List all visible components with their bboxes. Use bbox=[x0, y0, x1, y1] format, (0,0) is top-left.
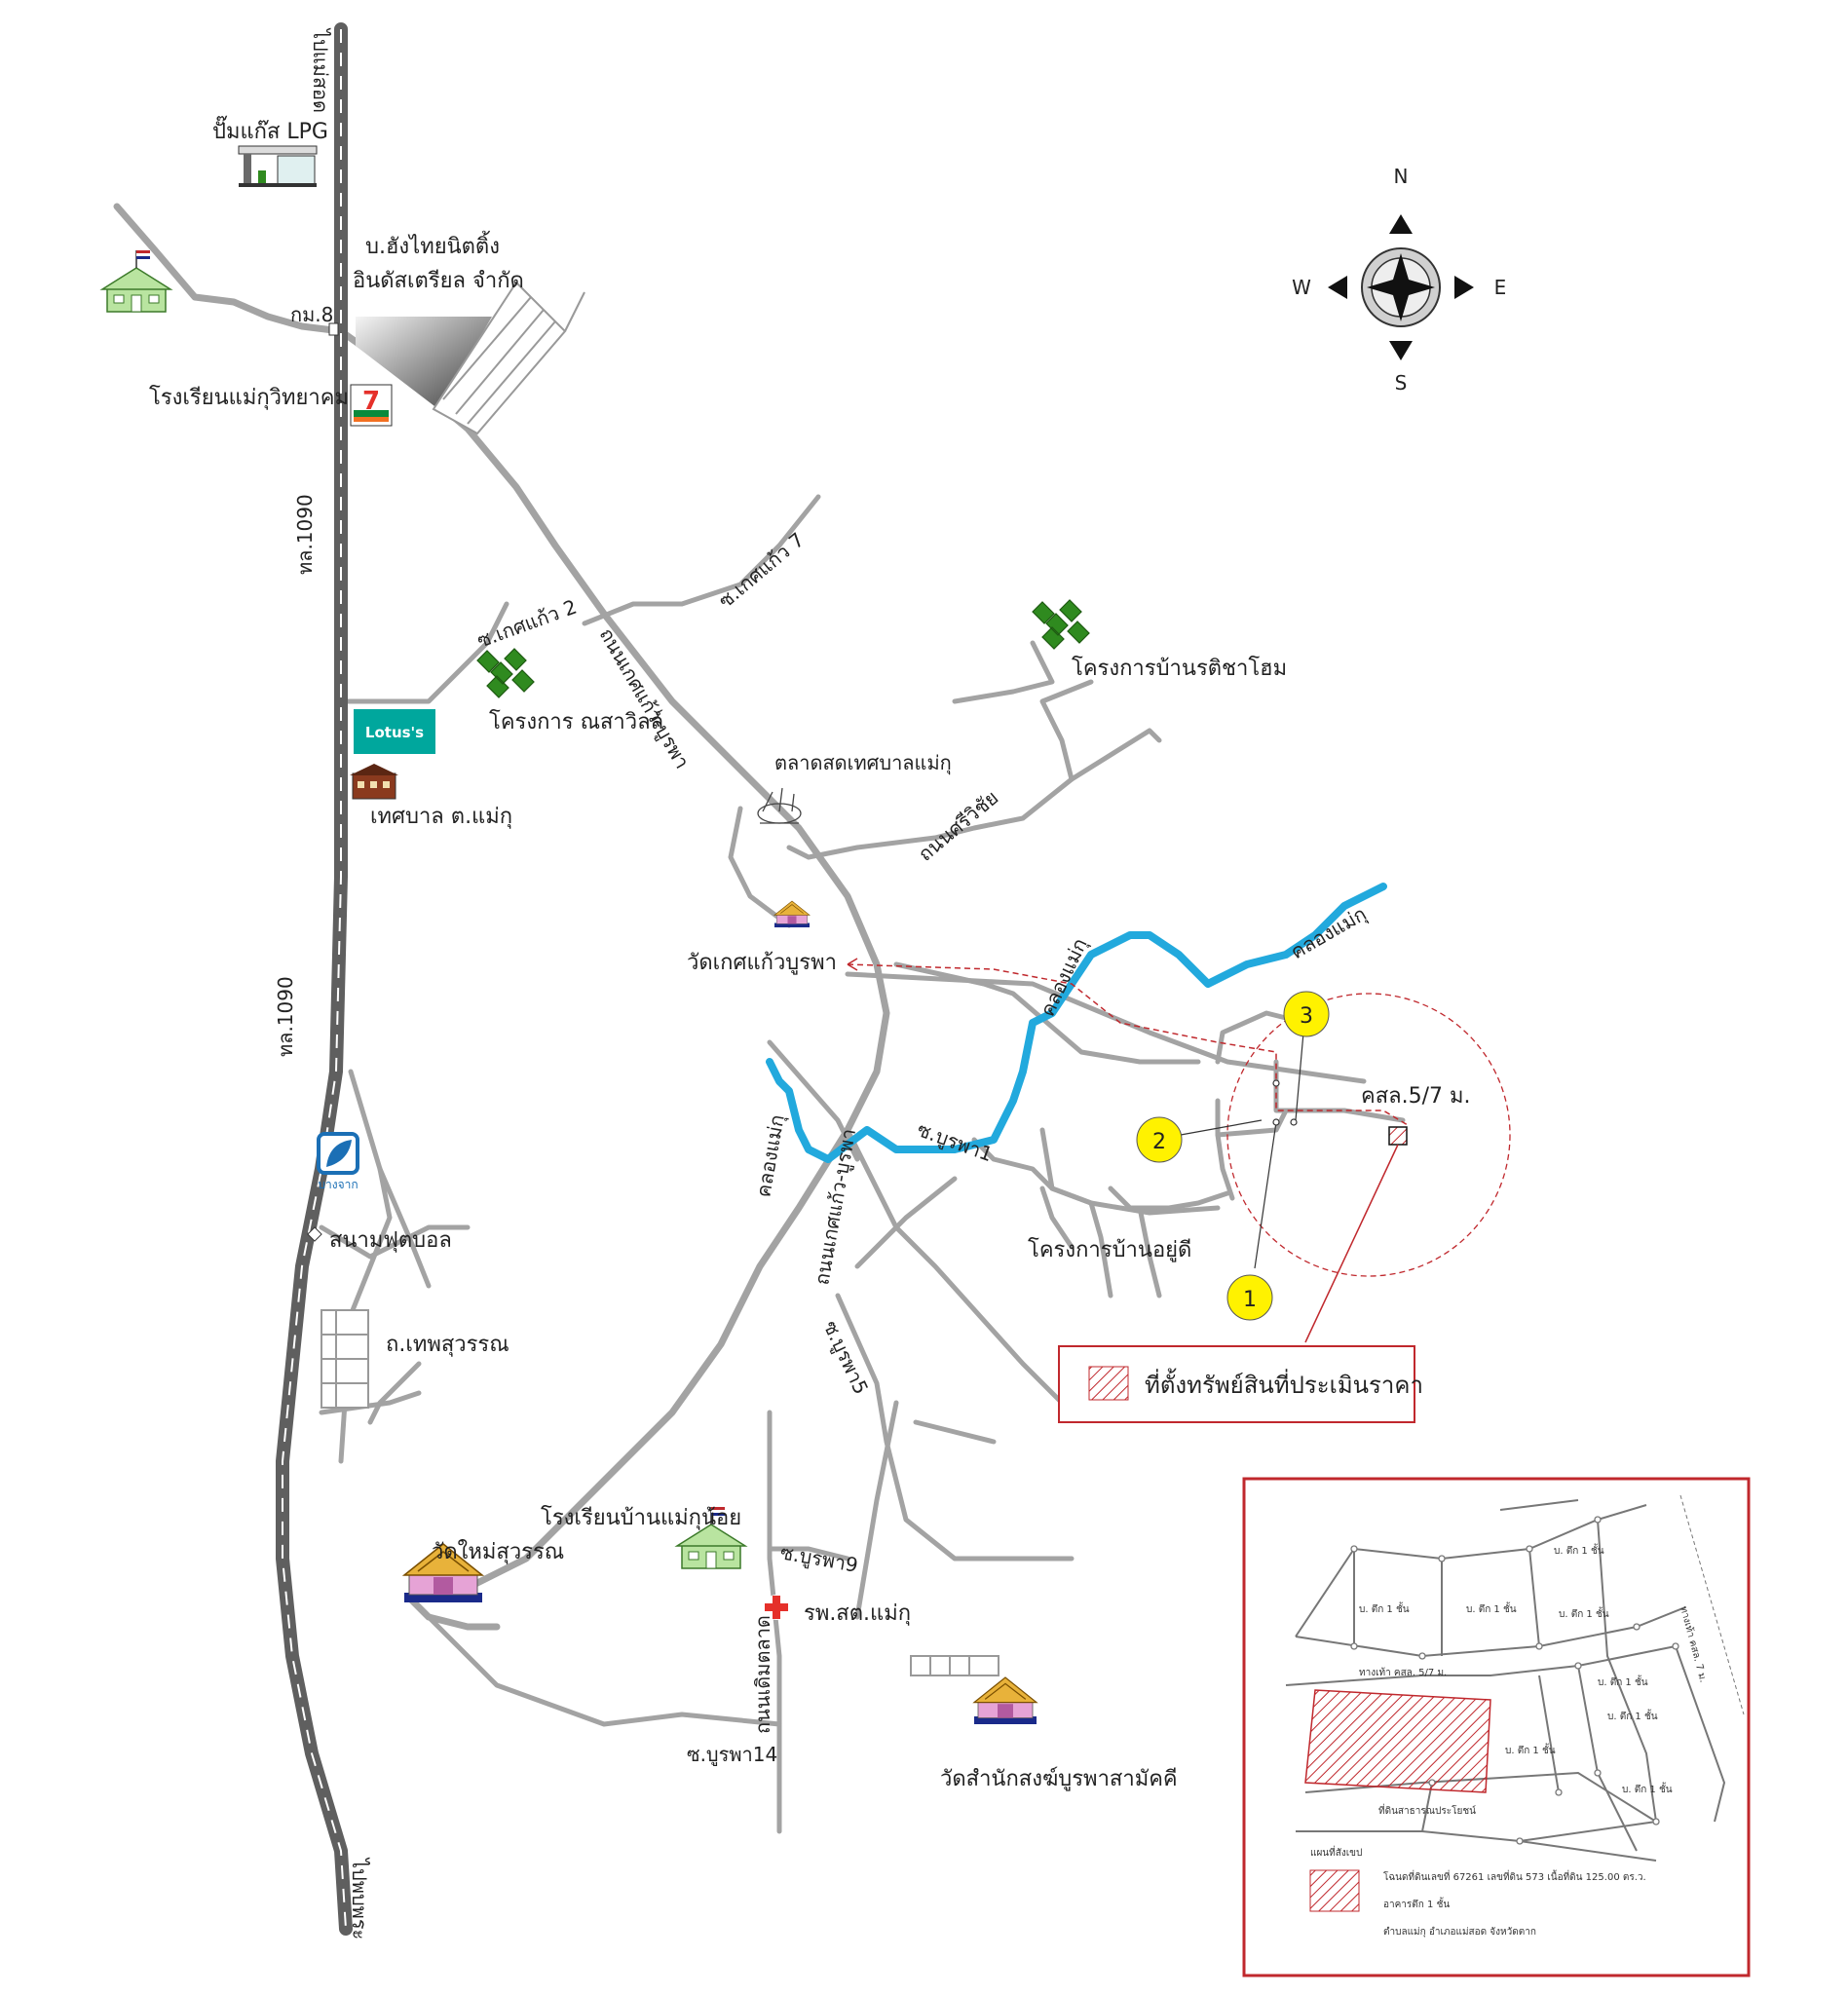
callout-leaders bbox=[1180, 1032, 1304, 1269]
svg-text:บ. ตึก 1 ชั้น: บ. ตึก 1 ชั้น bbox=[1622, 1782, 1673, 1795]
label-km8: กม.8 bbox=[290, 303, 333, 326]
canal-mae-ku bbox=[766, 883, 1387, 1163]
label-soi-burapha1: ซ.บูรพา1 bbox=[914, 1117, 996, 1167]
legend-leader-line bbox=[1304, 1144, 1399, 1343]
minor-roads bbox=[319, 494, 1406, 1834]
svg-text:แผนที่สังเขป: แผนที่สังเขป bbox=[1310, 1845, 1362, 1859]
property-marker[interactable] bbox=[1388, 1126, 1408, 1146]
label-project-ritcha: โครงการบ้านรติชาโฮม bbox=[1072, 656, 1287, 681]
label-school-maeku-noi: โรงเรียนบ้านแม่กุน้อย bbox=[541, 1505, 741, 1530]
svg-text:บ. ตึก 1 ชั้น: บ. ตึก 1 ชั้น bbox=[1505, 1743, 1556, 1756]
label-soi-burapha14: ซ.บูรพา14 bbox=[687, 1743, 777, 1767]
radius-circle bbox=[1226, 993, 1511, 1277]
temple-icon bbox=[773, 900, 811, 928]
svg-text:ตำบลแม่กุ อำเภอแม่สอด จังหวัดต: ตำบลแม่กุ อำเภอแม่สอด จังหวัดตาก bbox=[1383, 1927, 1536, 1938]
svg-text:ทางเท้า คสล. 5/7 ม.: ทางเท้า คสล. 5/7 ม. bbox=[1359, 1667, 1447, 1678]
label-to-maesot: ไปแม่สอด bbox=[309, 27, 332, 113]
svg-text:บ. ตึก 1 ชั้น: บ. ตึก 1 ชั้น bbox=[1554, 1543, 1604, 1557]
svg-text:7: 7 bbox=[362, 387, 380, 416]
km8-marker-icon bbox=[328, 322, 339, 336]
label-to-phop-phra: ไปพบพระ bbox=[348, 1857, 371, 1939]
callout-3[interactable]: 3 bbox=[1283, 991, 1330, 1037]
factory-icon bbox=[356, 281, 585, 435]
label-school-maeku: โรงเรียนแม่กุวิทยาคม bbox=[149, 385, 349, 410]
market-icon bbox=[757, 787, 802, 824]
housing-project-icon bbox=[476, 648, 535, 698]
compass-w: W bbox=[1292, 276, 1311, 299]
lpg-station-icon bbox=[238, 145, 318, 187]
label-municipality: เทศบาล ต.แม่กุ bbox=[370, 805, 512, 829]
seven-eleven-icon: 7 bbox=[350, 384, 393, 427]
samakkhi-blocks bbox=[910, 1655, 999, 1676]
route-line bbox=[847, 963, 1409, 1126]
label-wat-ketkaew: วัดเกศแก้วบูรพา bbox=[687, 951, 837, 975]
label-market: ตลาดสดเทศบาลแม่กุ bbox=[774, 751, 952, 775]
label-lpg: ปั๊มแก๊ส LPG bbox=[212, 115, 328, 144]
svg-text:บ. ตึก 1 ชั้น: บ. ตึก 1 ชั้น bbox=[1598, 1675, 1648, 1688]
svg-text:อาคารตึก 1 ชั้น: อาคารตึก 1 ชั้น bbox=[1383, 1897, 1450, 1910]
svg-text:2: 2 bbox=[1152, 1130, 1166, 1154]
label-canal-1: คลองแม่กุ bbox=[1287, 902, 1372, 964]
label-project-yudee: โครงการบ้านอยู่ดี bbox=[1028, 1237, 1191, 1262]
callout-2[interactable]: 2 bbox=[1136, 1116, 1183, 1163]
label-hwy-1090-a: ทล.1090 bbox=[293, 494, 317, 575]
highway-1090 bbox=[276, 22, 353, 1936]
compass-s: S bbox=[1395, 371, 1408, 395]
label-road-talat: ถนนเดิมตลาด bbox=[751, 1615, 774, 1734]
label-project-nasavilla: โครงการ ณสาวิลล์ bbox=[489, 709, 663, 734]
label-health-center: รพ.สต.แม่กุ bbox=[804, 1601, 911, 1626]
compass-n: N bbox=[1394, 165, 1409, 188]
label-road-thepsuwan: ถ.เทพสุวรรณ bbox=[386, 1333, 509, 1357]
football-field-icon bbox=[307, 1226, 322, 1242]
svg-text:บ. ตึก 1 ชั้น: บ. ตึก 1 ชั้น bbox=[1607, 1709, 1658, 1722]
label-hwy-1090-b: ทล.1090 bbox=[274, 976, 297, 1057]
lotus-store-icon: Lotus's bbox=[354, 709, 435, 754]
legend-label: ที่ตั้งทรัพย์สินที่ประเมินราคา bbox=[1145, 1368, 1423, 1399]
inset-subject-plot bbox=[1304, 1689, 1491, 1793]
temple-icon bbox=[973, 1676, 1037, 1725]
label-road-ketkaew-1: ถนนเกศแก้ว-บูรพา bbox=[594, 624, 695, 773]
callout-1[interactable]: 1 bbox=[1226, 1274, 1273, 1321]
thepsuwan-blocks bbox=[321, 1309, 369, 1409]
label-factory-1: บ.ฮังไทยนิตติ้ง bbox=[365, 231, 500, 259]
svg-text:โฉนดที่ดินเลขที่ 67261 เลขที่ด: โฉนดที่ดินเลขที่ 67261 เลขที่ดิน 573 เนื… bbox=[1383, 1869, 1646, 1883]
svg-text:3: 3 bbox=[1300, 1004, 1313, 1029]
compass-rose-icon bbox=[1328, 214, 1474, 360]
label-wat-samakkhi: วัดสำนักสงฆ์บูรพาสามัคคี bbox=[940, 1767, 1178, 1791]
legend-box: ที่ตั้งทรัพย์สินที่ประเมินราคา bbox=[1058, 1345, 1423, 1423]
inset-site-plan: บ. ตึก 1 ชั้น บ. ตึก 1 ชั้น บ. ตึก 1 ชั้… bbox=[1242, 1477, 1751, 1977]
label-road-code: คสล.5/7 ม. bbox=[1361, 1084, 1471, 1109]
housing-project-icon bbox=[1032, 599, 1090, 650]
label-soi-burapha9: ซ.บูรพา9 bbox=[778, 1540, 860, 1578]
svg-text:บ. ตึก 1 ชั้น: บ. ตึก 1 ชั้น bbox=[1559, 1606, 1609, 1620]
label-factory-2: อินดัสเตรียล จำกัด bbox=[353, 269, 524, 293]
legend-swatch bbox=[1088, 1366, 1129, 1401]
health-center-icon bbox=[764, 1595, 789, 1620]
svg-text:1: 1 bbox=[1243, 1288, 1257, 1312]
route-arrow bbox=[847, 958, 858, 971]
compass-e: E bbox=[1494, 276, 1507, 299]
svg-text:ที่ดินสาธารณประโยชน์: ที่ดินสาธารณประโยชน์ bbox=[1378, 1803, 1476, 1817]
svg-text:บ. ตึก 1 ชั้น: บ. ตึก 1 ชั้น bbox=[1359, 1601, 1410, 1615]
svg-text:Lotus's: Lotus's bbox=[365, 724, 424, 741]
municipality-icon bbox=[350, 764, 398, 800]
svg-text:บางจาก: บางจาก bbox=[318, 1178, 358, 1191]
label-canal-3: คลองแม่กุ bbox=[751, 1112, 789, 1199]
label-soi-ketkaew7: ซ.เกศแก้ว 7 bbox=[714, 528, 809, 613]
label-football: สนามฟุตบอล bbox=[329, 1228, 452, 1253]
label-wat-mai-suwan: วัดใหม่สุวรรณ bbox=[432, 1539, 564, 1564]
label-soi-ketkaew2: ซ.เกศแก้ว 2 bbox=[474, 595, 581, 653]
bangchak-icon: บางจาก bbox=[317, 1132, 359, 1191]
svg-text:บ. ตึก 1 ชั้น: บ. ตึก 1 ชั้น bbox=[1466, 1601, 1517, 1615]
